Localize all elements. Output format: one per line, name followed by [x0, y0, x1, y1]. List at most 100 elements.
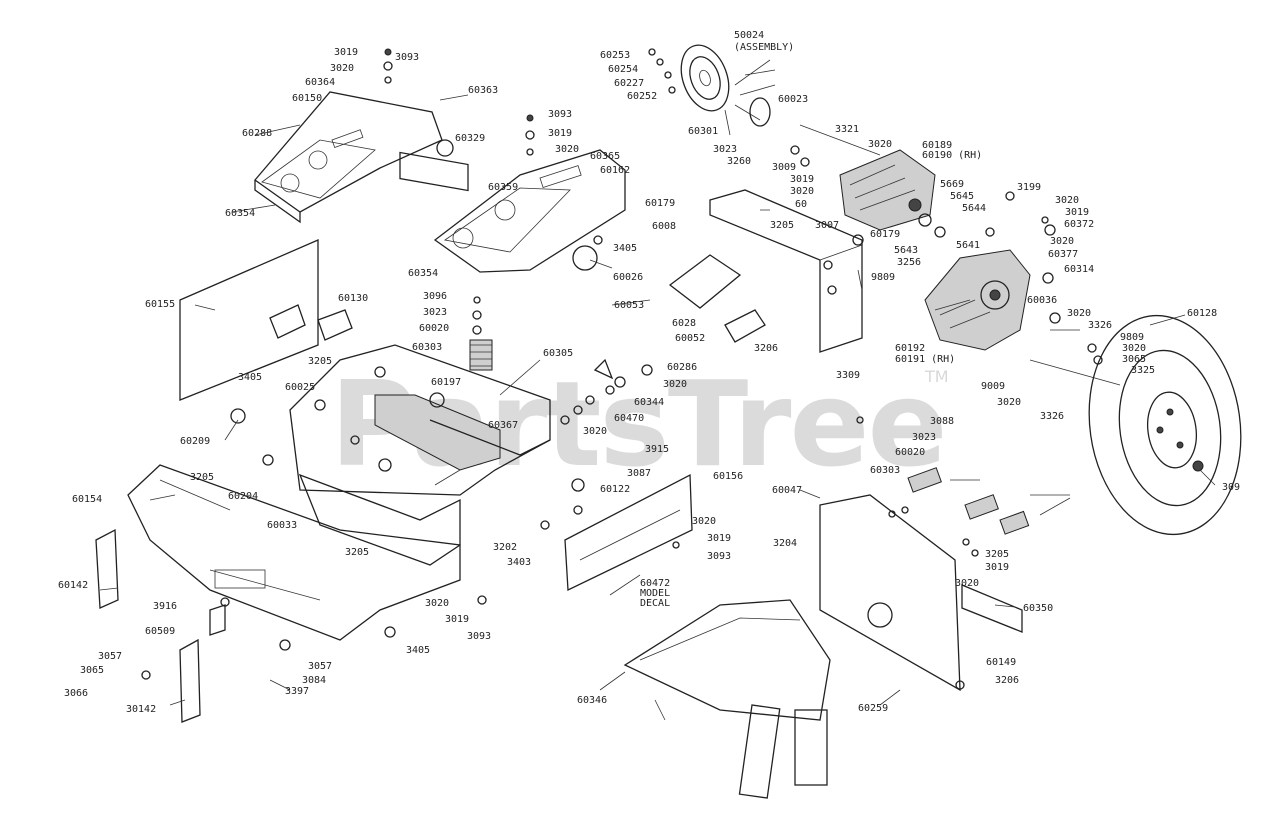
label-3007: 3007 — [815, 220, 839, 231]
label-3065-a: 3065 — [1122, 354, 1146, 365]
console-cover-right — [433, 149, 626, 273]
rear-wheel — [1088, 314, 1242, 536]
label-60252: 60252 — [627, 91, 657, 102]
label-3256: 3256 — [897, 257, 921, 268]
pump-fittings — [918, 213, 995, 238]
label-60305: 60305 — [543, 348, 573, 359]
label-60259: 60259 — [858, 703, 888, 714]
label-3019-c: 3019 — [790, 174, 814, 185]
label-3405: 3405 — [613, 243, 637, 254]
label-60209: 60209 — [180, 436, 210, 447]
label-60122: 60122 — [600, 484, 630, 495]
label-3019-g: 3019 — [445, 614, 469, 625]
clip-3405 — [593, 235, 603, 245]
label-3325: 3325 — [1131, 365, 1155, 376]
label-60303-b: 60303 — [870, 465, 900, 476]
rear-fender — [819, 494, 961, 692]
label-3326-a: 3326 — [1088, 320, 1112, 331]
label-60303-a: 60303 — [412, 342, 442, 353]
hardware-misc — [141, 145, 1103, 690]
label-3009: 3009 — [772, 162, 796, 173]
label-60365: 60365 — [590, 151, 620, 162]
console-cover-left — [254, 91, 443, 224]
label-3019-d: 3019 — [1065, 207, 1089, 218]
label-60253: 60253 — [600, 50, 630, 61]
callout-labels: 3019 3093 3020 60363 60364 60150 60288 6… — [58, 30, 1240, 715]
pulley-assembly — [680, 44, 776, 136]
label-3023: 3023 — [713, 144, 737, 155]
label-3020-k: 3020 — [583, 426, 607, 437]
label-60179-b: 60179 — [870, 229, 900, 240]
label-60346: 60346 — [577, 695, 607, 706]
label-60128: 60128 — [1187, 308, 1217, 319]
label-60142: 60142 — [58, 580, 88, 591]
label-5644: 5644 — [962, 203, 986, 214]
label-3023-b: 3023 — [423, 307, 447, 318]
label-60156: 60156 — [713, 471, 743, 482]
label-60204: 60204 — [228, 491, 258, 502]
frame-rail-60033 — [298, 469, 461, 566]
label-9809-a: 9809 — [871, 272, 895, 283]
label-3020-b: 3020 — [555, 144, 579, 155]
watermark-trademark: TM — [924, 367, 949, 386]
bracket-60130 — [269, 304, 353, 341]
label-60197: 60197 — [431, 377, 461, 388]
label-3326-b: 3326 — [1040, 411, 1064, 422]
label-50024-assembly: (ASSEMBLY) — [734, 42, 794, 53]
bracket-30142 — [179, 638, 201, 723]
label-3205-b: 3205 — [308, 356, 332, 367]
label-3202: 3202 — [493, 542, 517, 553]
leader-lines — [99, 94, 1216, 706]
label-3020-i: 3020 — [1122, 343, 1146, 354]
bracket-60509 — [209, 604, 226, 636]
label-3019: 3019 — [334, 47, 358, 58]
spring-right-1 — [964, 494, 1071, 535]
label-9809-b: 9809 — [1120, 332, 1144, 343]
label-60350: 60350 — [1023, 603, 1053, 614]
label-3260: 3260 — [727, 156, 751, 167]
label-6028: 6028 — [672, 318, 696, 329]
label-60364: 60364 — [305, 77, 335, 88]
label-5641: 5641 — [956, 240, 980, 251]
panel-60156 — [564, 473, 693, 592]
label-60372: 60372 — [1064, 219, 1094, 230]
label-60047: 60047 — [772, 485, 802, 496]
label-3205-e: 3205 — [985, 549, 1009, 560]
label-9009: 9009 — [981, 381, 1005, 392]
label-3199: 3199 — [1017, 182, 1041, 193]
label-3321: 3321 — [835, 124, 859, 135]
rod-60305 — [499, 359, 541, 396]
console-decal-60363 — [399, 151, 469, 192]
shaft-3321 — [799, 124, 881, 156]
label-3397: 3397 — [285, 686, 309, 697]
label-309: 309 — [1222, 482, 1240, 493]
label-3403: 3403 — [507, 557, 531, 568]
grommet-60026 — [572, 245, 598, 271]
label-3916: 3916 — [153, 601, 177, 612]
label-3019-b: 3019 — [548, 128, 572, 139]
label-6008: 6008 — [652, 221, 676, 232]
label-3205-c: 3205 — [190, 472, 214, 483]
label-5645: 5645 — [950, 191, 974, 202]
label-60254: 60254 — [608, 64, 638, 75]
label-60367: 60367 — [488, 420, 518, 431]
spring-60303a — [469, 339, 493, 371]
label-60329: 60329 — [455, 133, 485, 144]
decal-60350 — [961, 584, 1023, 633]
hardware-stack-top — [383, 48, 535, 156]
label-3405-c: 3405 — [406, 645, 430, 656]
label-3205-d: 3205 — [345, 547, 369, 558]
label-3405-b: 3405 — [238, 372, 262, 383]
label-3020-n: 3020 — [425, 598, 449, 609]
label-60470: 60470 — [614, 413, 644, 424]
label-5669: 5669 — [940, 179, 964, 190]
label-60130: 60130 — [338, 293, 368, 304]
bracket-60142 — [95, 528, 119, 609]
label-3020: 3020 — [330, 63, 354, 74]
label-3087: 3087 — [627, 468, 651, 479]
label-3020-d: 3020 — [790, 186, 814, 197]
label-60026: 60026 — [613, 272, 643, 283]
label-60191: 60191 (RH) — [895, 354, 955, 365]
